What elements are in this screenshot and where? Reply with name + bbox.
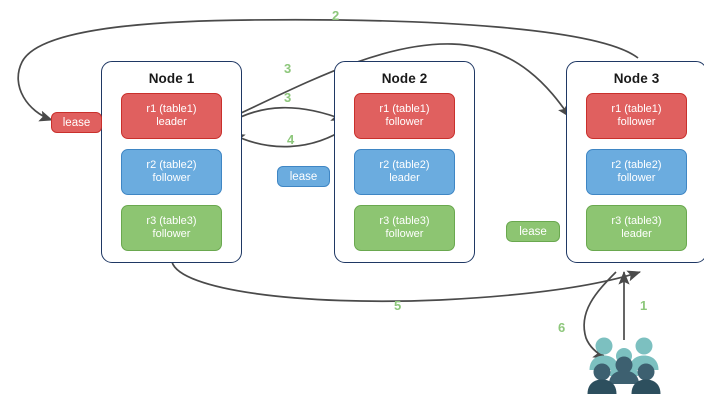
lease-badge-green[interactable]: lease (506, 221, 560, 242)
replica-name: r3 (table3) (611, 214, 662, 227)
step-label-3-lower: 3 (284, 90, 292, 105)
lease-badge-red[interactable]: lease (51, 112, 102, 133)
users-icon (587, 337, 661, 394)
step-label-5: 5 (394, 298, 402, 313)
node-1-replica-r1[interactable]: r1 (table1) leader (121, 93, 222, 139)
replica-name: r1 (table1) (379, 102, 430, 115)
step-label-4: 4 (287, 132, 295, 147)
replica-name: r2 (table2) (146, 158, 197, 171)
node-1[interactable]: Node 1 r1 (table1) leader r2 (table2) fo… (101, 61, 242, 263)
step-label-2: 2 (332, 8, 340, 23)
arrow-step-5 (171, 261, 641, 303)
node-2-replica-r3[interactable]: r3 (table3) follower (354, 205, 455, 251)
replica-role: leader (156, 116, 187, 128)
replica-role: follower (385, 228, 424, 240)
node-3-title: Node 3 (613, 71, 660, 86)
node-3-replica-r1[interactable]: r1 (table1) follower (586, 93, 687, 139)
node-2-replica-r2[interactable]: r2 (table2) leader (354, 149, 455, 195)
replica-role: follower (152, 228, 191, 240)
replica-role: follower (617, 116, 656, 128)
node-2[interactable]: Node 2 r1 (table1) follower r2 (table2) … (334, 61, 475, 263)
replica-name: r3 (table3) (379, 214, 430, 227)
node-2-title: Node 2 (381, 71, 428, 86)
node-3-replica-r3[interactable]: r3 (table3) leader (586, 205, 687, 251)
replica-role: follower (385, 116, 424, 128)
node-3-replica-r2[interactable]: r2 (table2) follower (586, 149, 687, 195)
replica-name: r1 (table1) (611, 102, 662, 115)
node-1-title: Node 1 (148, 71, 195, 86)
replica-role: follower (152, 172, 191, 184)
step-label-1: 1 (640, 298, 648, 313)
replica-role: leader (621, 228, 652, 240)
node-1-replica-r2[interactable]: r2 (table2) follower (121, 149, 222, 195)
replica-name: r2 (table2) (611, 158, 662, 171)
step-label-3-upper: 3 (284, 61, 292, 76)
node-3[interactable]: Node 3 r1 (table1) follower r2 (table2) … (566, 61, 704, 263)
node-1-replica-r3[interactable]: r3 (table3) follower (121, 205, 222, 251)
replica-role: leader (389, 172, 420, 184)
lease-badge-blue[interactable]: lease (277, 166, 330, 187)
replica-name: r1 (table1) (146, 102, 197, 115)
arrow-step-3-to-node2 (226, 106, 345, 125)
replica-name: r2 (table2) (379, 158, 430, 171)
replica-role: follower (617, 172, 656, 184)
replica-name: r3 (table3) (146, 214, 197, 227)
step-label-6: 6 (558, 320, 566, 335)
node-2-replica-r1[interactable]: r1 (table1) follower (354, 93, 455, 139)
